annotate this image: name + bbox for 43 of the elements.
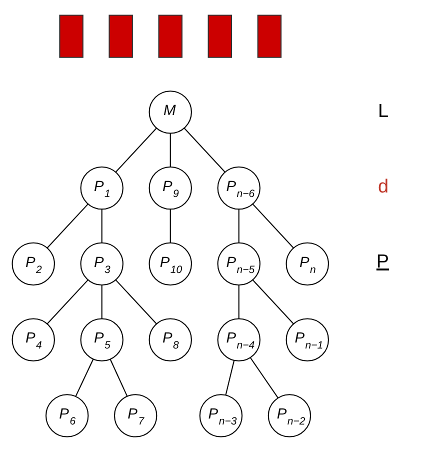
connector [252,279,294,324]
node-circle: P$_{5}$ [80,318,124,361]
connector [170,132,171,166]
node-circle: P$_{9}$ [148,166,192,210]
node-circle: P$_{n−5}$ [217,242,260,286]
node-box [257,14,282,58]
label: d [378,176,389,198]
node-box [108,14,133,58]
node-circle: P$_{8}$ [148,318,192,361]
connector [75,358,94,396]
connector [170,208,171,242]
node-circle: P$_{1}$ [80,166,124,210]
node-circle: P$_{10}$ [148,242,192,286]
node-circle: P$_{6}$ [45,394,89,437]
connector [250,356,278,398]
connector [46,203,88,248]
node-circle: P$_{7}$ [114,394,158,437]
connector [110,358,128,396]
connector [184,127,226,172]
node-circle: P$_{n−2}$ [268,394,312,437]
connector [101,208,102,242]
node-circle: P$_{3}$ [80,242,124,286]
node-box [208,14,232,58]
label: P [376,251,390,272]
connector [115,279,157,324]
node-circle: P$_{n−4}$ [217,318,260,361]
connector [238,208,240,242]
connector [225,360,235,394]
node-circle: P$_{n}$ [286,242,329,286]
node-box [59,14,84,58]
node-box [158,14,182,58]
connector [252,203,294,248]
node-circle: P$_{4}$ [12,318,55,361]
node-circle: M [148,90,192,134]
connector [238,284,240,318]
connector [115,127,157,172]
node-circle: P$_{n−3}$ [199,394,243,437]
connector [101,284,102,318]
connector [46,279,88,324]
node-circle: P$_{n−6}$ [217,166,260,210]
node-circle: P$_{n−1}$ [286,318,329,361]
label: L [378,100,389,122]
node-circle: P$_{2}$ [12,242,55,286]
